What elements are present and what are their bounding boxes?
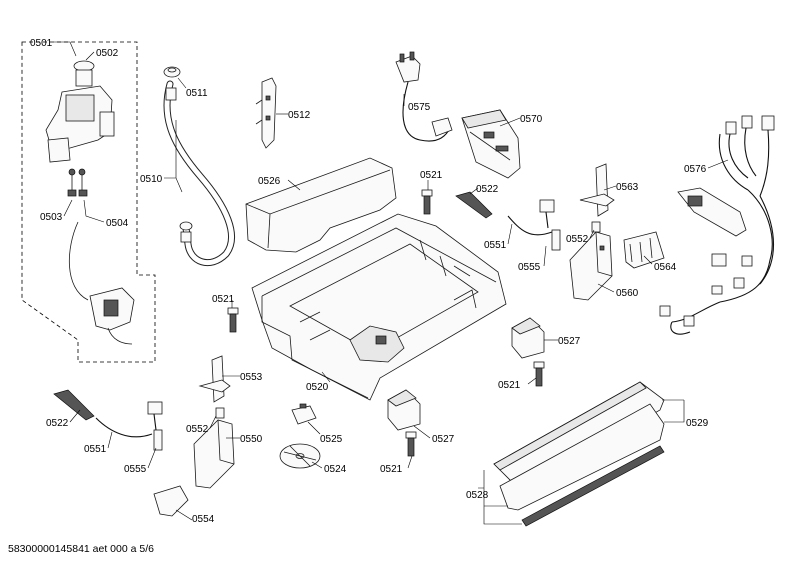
control-module-0570 bbox=[461, 109, 521, 179]
label-0551-a: 0551 bbox=[484, 240, 507, 251]
label-0552-b: 0552 bbox=[186, 424, 209, 435]
bracket-0553 bbox=[198, 355, 231, 403]
foot-0527-b bbox=[387, 389, 421, 431]
label-0527-a: 0527 bbox=[558, 336, 581, 347]
inlet-valve-assembly bbox=[45, 60, 115, 197]
kick-plate-0529 bbox=[493, 381, 665, 511]
connector-0525 bbox=[291, 403, 317, 425]
label-0576: 0576 bbox=[684, 164, 707, 175]
part-labels: 0501 0502 0503 0504 0510 0511 0512 0575 … bbox=[30, 38, 709, 525]
group-0501-outline bbox=[21, 41, 156, 363]
label-0512: 0512 bbox=[288, 110, 311, 121]
foot-0527-a bbox=[511, 317, 545, 359]
label-0521-c: 0521 bbox=[498, 380, 521, 391]
footer-document-id: 58300000145841 aet 000 a 5/6 bbox=[8, 543, 154, 555]
cable-0551-a bbox=[507, 199, 561, 251]
label-0504: 0504 bbox=[106, 218, 129, 229]
bracket-0563 bbox=[579, 163, 615, 217]
disc-0524 bbox=[279, 443, 321, 469]
label-0501: 0501 bbox=[30, 38, 53, 49]
label-0552-a: 0552 bbox=[566, 234, 589, 245]
label-0522-a: 0522 bbox=[476, 184, 499, 195]
label-0560: 0560 bbox=[616, 288, 639, 299]
bracket-0560 bbox=[569, 231, 613, 301]
sensor-0522-b bbox=[53, 389, 95, 421]
bracket-0564 bbox=[623, 231, 665, 269]
label-0553: 0553 bbox=[240, 372, 263, 383]
label-0511: 0511 bbox=[186, 88, 208, 99]
label-0555-b: 0555 bbox=[124, 464, 147, 475]
screw-0521-b bbox=[227, 307, 239, 333]
label-0564: 0564 bbox=[654, 262, 677, 273]
base-tub-0520 bbox=[251, 213, 507, 401]
label-0528: 0528 bbox=[466, 490, 489, 501]
label-0521-b: 0521 bbox=[212, 294, 235, 305]
drain-hose-0510 bbox=[163, 80, 235, 267]
leader-lines bbox=[54, 41, 729, 525]
label-0521-d: 0521 bbox=[380, 464, 403, 475]
clip-0552-b bbox=[215, 407, 225, 419]
label-0510: 0510 bbox=[140, 174, 163, 185]
cover-0526 bbox=[245, 157, 397, 253]
label-0520: 0520 bbox=[306, 382, 329, 393]
label-0575: 0575 bbox=[408, 102, 431, 113]
wire-harness-0576 bbox=[659, 115, 775, 335]
bracket-0550 bbox=[193, 419, 235, 489]
label-0522-b: 0522 bbox=[46, 418, 69, 429]
bracket-0554 bbox=[153, 485, 189, 517]
label-0503: 0503 bbox=[40, 212, 63, 223]
label-0529: 0529 bbox=[686, 418, 709, 429]
label-0521-a: 0521 bbox=[420, 170, 443, 181]
strip-0528 bbox=[521, 445, 665, 527]
label-0554: 0554 bbox=[192, 514, 215, 525]
label-0550: 0550 bbox=[240, 434, 263, 445]
label-0563: 0563 bbox=[616, 182, 639, 193]
power-cord-0575 bbox=[395, 51, 453, 142]
hose-0504 bbox=[69, 221, 89, 301]
bracket-0504 bbox=[89, 287, 135, 345]
screw-0521-c bbox=[533, 361, 545, 387]
screw-0521-a bbox=[421, 189, 433, 215]
label-0524: 0524 bbox=[324, 464, 347, 475]
screw-0521-d bbox=[405, 431, 417, 457]
label-0527-b: 0527 bbox=[432, 434, 455, 445]
bracket-0512 bbox=[255, 77, 277, 149]
label-0551-b: 0551 bbox=[84, 444, 107, 455]
label-0525: 0525 bbox=[320, 434, 343, 445]
sensor-0522-a bbox=[455, 191, 493, 219]
cable-0551-b bbox=[95, 401, 163, 451]
label-0555-a: 0555 bbox=[518, 262, 541, 273]
hose-clip-0511 bbox=[163, 66, 181, 101]
label-0502: 0502 bbox=[96, 48, 119, 59]
clip-0552-a bbox=[591, 221, 601, 233]
label-0526: 0526 bbox=[258, 176, 281, 187]
label-0570: 0570 bbox=[520, 114, 543, 125]
